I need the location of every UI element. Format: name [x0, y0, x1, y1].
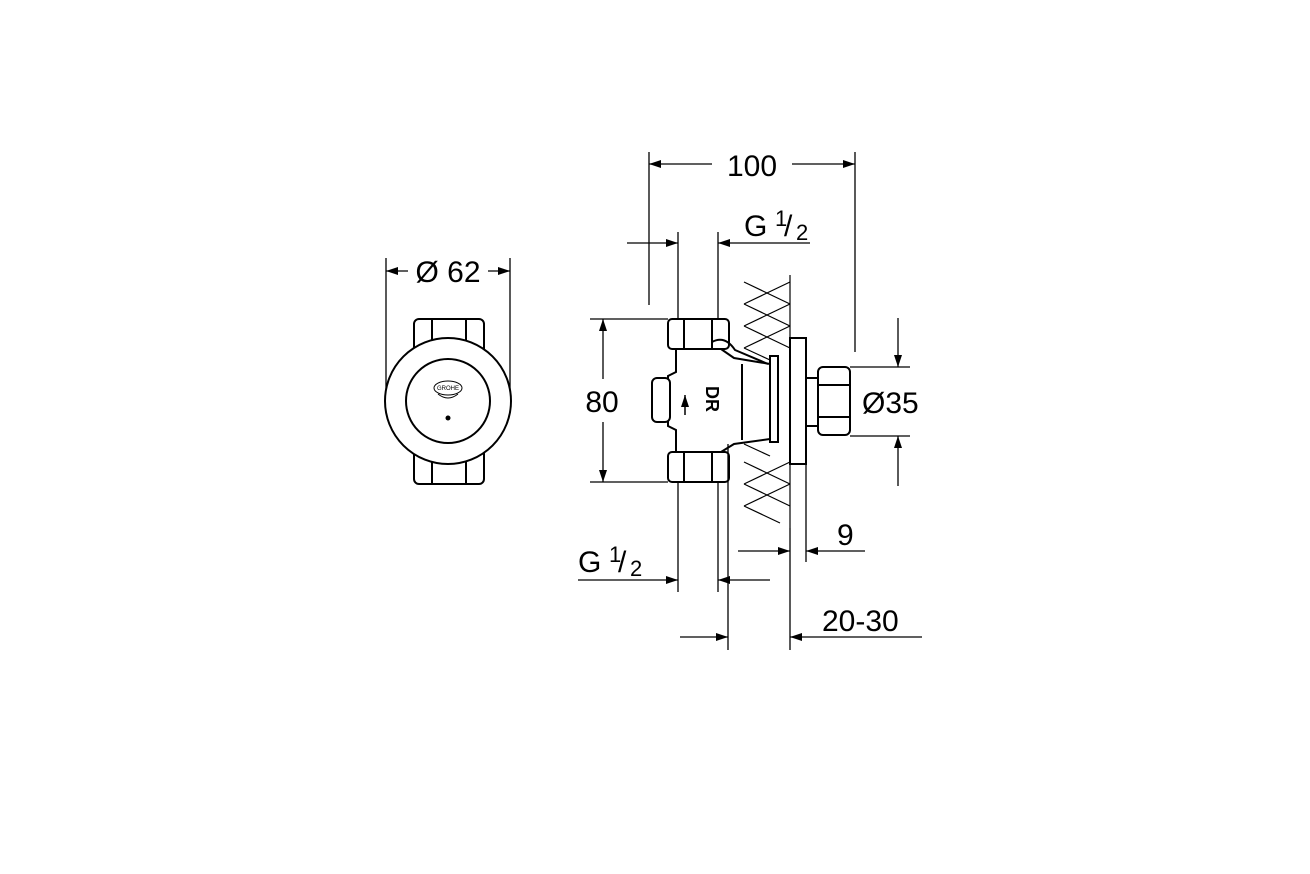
svg-text:/: /: [784, 210, 793, 243]
push-button-circle: [405, 358, 491, 444]
front-view: Ø 62 GROHE: [384, 256, 512, 485]
indicator-dot-icon: [445, 415, 451, 421]
svg-text:1: 1: [609, 542, 621, 567]
svg-text:G: G: [744, 210, 767, 243]
rosette-outer-circle: [384, 337, 512, 465]
thread-bottom-label: G 1 / 2: [578, 542, 642, 581]
valve-body: [667, 348, 771, 453]
height-80-label: 80: [585, 386, 618, 419]
svg-text:2: 2: [796, 220, 808, 245]
grohe-logo-icon: GROHE: [433, 380, 463, 399]
body-marking-label: DR: [702, 386, 722, 412]
wall-flange: [789, 337, 807, 465]
svg-text:G: G: [578, 546, 601, 579]
diameter-62-label: Ø 62: [415, 256, 480, 289]
outlet-nut: [817, 366, 851, 436]
connector-ring: [769, 355, 779, 443]
depth-9-label: 9: [837, 519, 854, 552]
svg-text:1: 1: [775, 206, 787, 231]
valve-bottom-nut: [667, 451, 730, 483]
svg-text:/: /: [618, 546, 627, 579]
thread-top-label: G 1 / 2: [744, 206, 808, 245]
wall-range-label: 20-30: [822, 605, 899, 638]
valve-top-nut: [667, 318, 730, 350]
valve-side-cap: [651, 377, 671, 423]
length-100-label: 100: [727, 150, 777, 183]
svg-text:2: 2: [630, 556, 642, 581]
logo-text: GROHE: [437, 386, 459, 392]
side-view: 100 G 1 / 2 80 DR: [578, 150, 922, 650]
diameter-35-label: Ø35: [862, 387, 919, 420]
